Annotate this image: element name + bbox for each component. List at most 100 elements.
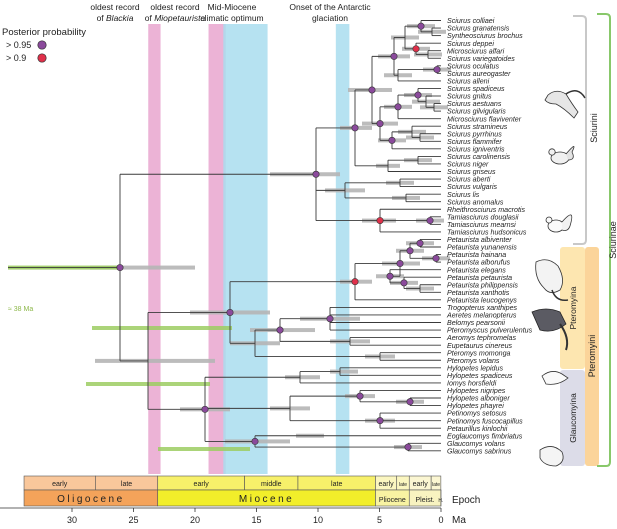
node-posterior-095 xyxy=(426,217,434,225)
species-label: Trogopterus xanthipes xyxy=(447,304,518,312)
node-posterior-09 xyxy=(351,278,359,286)
species-label: Sciurus stramineus xyxy=(447,123,508,131)
time-axis-tick-label: 20 xyxy=(190,515,200,525)
event-label-blackia-1: oldest record xyxy=(90,2,139,12)
node-posterior-095 xyxy=(251,437,259,445)
node-posterior-095 xyxy=(394,103,402,111)
species-label: Sciurus oculatus xyxy=(447,62,499,70)
sciurini-bracket xyxy=(573,15,587,245)
species-label: Petaurista alborufus xyxy=(447,259,511,267)
node-posterior-095 xyxy=(116,264,124,272)
event-label-miopetaurista-2: of Miopetaurista xyxy=(145,13,206,23)
species-label: Hylopetes nigripes xyxy=(447,387,506,395)
species-label: Aeromys tephromelas xyxy=(446,334,516,342)
ma-axis-title: Ma xyxy=(452,515,466,526)
species-label: Sciurus granatensis xyxy=(447,25,510,33)
posterior-nodes xyxy=(116,22,441,451)
event-labels: oldest record of Blackia oldest record o… xyxy=(90,2,371,23)
time-axis-tick-label: 0 xyxy=(438,515,443,525)
species-label: Sciurus gnitus xyxy=(447,93,492,101)
species-label: Sciurus aberti xyxy=(447,176,491,184)
species-label: Sciurus vulgaris xyxy=(447,183,498,191)
pteromyini-box xyxy=(585,247,599,466)
species-label: Pteromys momonga xyxy=(447,349,511,357)
event-band-0 xyxy=(148,24,161,474)
age-ci-bar xyxy=(95,358,215,363)
species-label: Tamiasciurus hudsonicus xyxy=(447,229,527,237)
event-label-antarctic-2: glaciation xyxy=(312,13,348,23)
legend-title: Posterior probability xyxy=(2,27,86,38)
node-posterior-095 xyxy=(368,86,376,94)
gray-squirrel-icon xyxy=(548,146,575,165)
species-label: Hylopetes lepidus xyxy=(447,364,503,372)
epoch-axis-title: Epoch xyxy=(452,495,480,506)
node-posterior-095 xyxy=(414,91,422,99)
glaucomyina-box xyxy=(560,370,585,466)
species-label: Eoglaucomys fimbriatus xyxy=(447,432,523,440)
legend-marker-095 xyxy=(37,40,47,50)
glaucomys-squirrel-icon xyxy=(539,446,564,467)
species-label: Sciurus griseus xyxy=(447,168,496,176)
outgroup-age-label: ≈ 38 Ma xyxy=(8,306,33,313)
species-label: Sciurus aureogaster xyxy=(447,70,511,78)
species-label: Petaurista xanthotis xyxy=(447,289,510,297)
age-ci-bar xyxy=(330,369,358,374)
age-ci-bar xyxy=(90,265,195,270)
species-label: Glaucomys sabrinus xyxy=(447,447,512,455)
species-label: Petinomys setosus xyxy=(447,410,507,418)
species-label: Sciurus anomalus xyxy=(447,198,504,206)
node-posterior-095 xyxy=(432,254,440,262)
species-label: Petinomys fuscocapillus xyxy=(447,417,523,425)
node-posterior-095 xyxy=(396,260,404,268)
sciurini-label: Sciurini xyxy=(589,113,599,143)
species-label: Petaurista leucogenys xyxy=(447,296,517,304)
species-label: Iomys horsfieldi xyxy=(447,380,497,388)
gliding-flying-squirrel-icon xyxy=(531,308,569,351)
node-posterior-095 xyxy=(226,308,234,316)
legend-marker-09 xyxy=(37,53,47,63)
red-squirrel-icon xyxy=(545,214,573,233)
node-posterior-095 xyxy=(433,66,441,74)
species-label: Petaurillus kinlochii xyxy=(447,425,508,433)
node-posterior-09 xyxy=(412,45,420,53)
subepoch-label: early xyxy=(378,481,394,488)
species-label: Sciurus flammifer xyxy=(447,138,502,146)
species-label: Tamiasciurus douglasii xyxy=(447,213,519,221)
node-posterior-095 xyxy=(406,398,414,406)
subepoch-label: late xyxy=(432,482,440,488)
glaucomyina-label: Glaucomyina xyxy=(568,393,578,443)
species-label: Sciurus niger xyxy=(447,161,489,169)
node-posterior-095 xyxy=(404,443,412,451)
species-label: Sciurus alleni xyxy=(447,78,490,86)
species-label: Sciurus igniventris xyxy=(447,145,505,153)
event-label-climatic-optimum-1: Mid-Miocene xyxy=(208,2,257,12)
node-posterior-095 xyxy=(376,417,384,425)
species-label: Pteromys volans xyxy=(447,357,500,365)
species-label: Sciurus lis xyxy=(447,191,480,199)
subepoch-label: late xyxy=(399,482,407,488)
species-label: Sciurus gilvigularis xyxy=(447,108,506,116)
species-label: Belomys pearsonii xyxy=(447,319,505,327)
species-label: Sciurus colliaei xyxy=(447,17,495,25)
node-posterior-095 xyxy=(356,392,364,400)
species-label: Hylopetes alboniger xyxy=(447,395,510,403)
clade-brackets: Sciurini Pteromyina Glaucomyina Pteromyi… xyxy=(568,13,617,467)
node-posterior-095 xyxy=(417,22,425,30)
subepoch-label: late xyxy=(121,481,132,488)
squirrel-illustrations xyxy=(531,90,586,467)
species-label: Aeretes melanopterus xyxy=(446,312,517,320)
time-axis-tick-label: 30 xyxy=(67,515,77,525)
giant-flying-squirrel-icon xyxy=(535,259,569,302)
species-label: Sciurus variegatoides xyxy=(447,55,515,63)
node-posterior-095 xyxy=(416,239,424,247)
node-posterior-095 xyxy=(386,272,394,280)
subepoch-label: early xyxy=(194,481,210,488)
subepoch-label: middle xyxy=(261,481,282,488)
species-label: Sciurus deppei xyxy=(447,40,494,48)
epoch-label: H. xyxy=(438,498,443,504)
stem-ci-bar-0 xyxy=(92,326,232,330)
flying-tree-squirrel-icon xyxy=(544,90,586,119)
event-label-blackia-2: of Blackia xyxy=(97,13,134,23)
